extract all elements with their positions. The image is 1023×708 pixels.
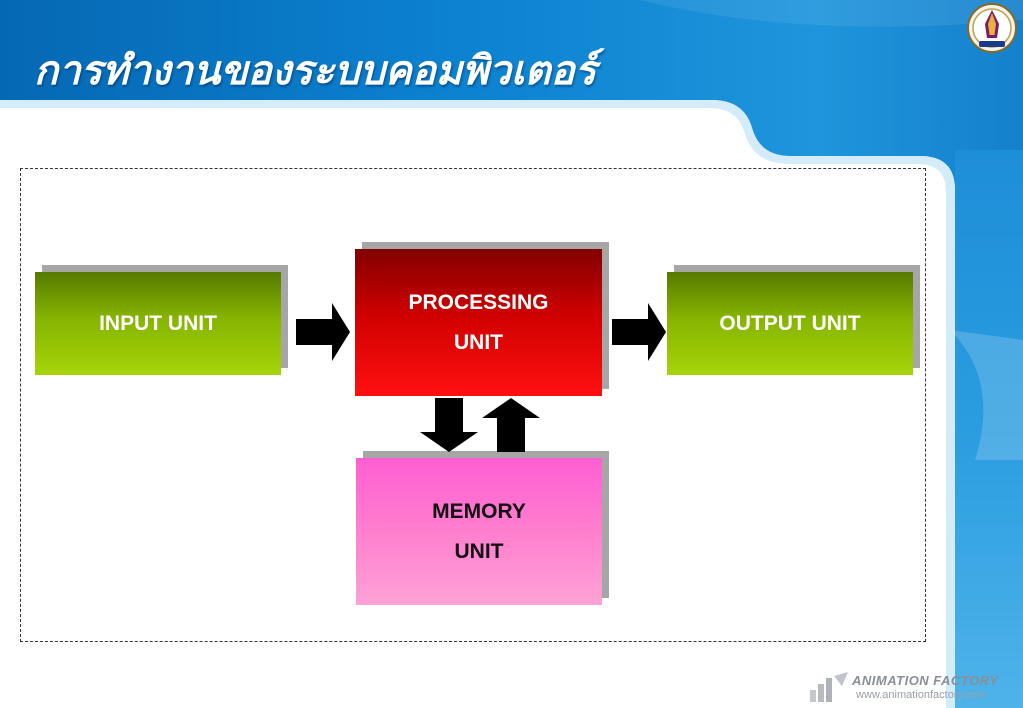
watermark-brand: ANIMATION FACTORY — [852, 673, 999, 688]
memory-unit-label-line1: MEMORY — [432, 499, 526, 523]
arrow-input-to-processing-icon — [296, 303, 350, 361]
processing-unit-label-line1: PROCESSING — [408, 290, 549, 314]
watermark-url: www.animationfactory.com — [856, 689, 987, 701]
slide-title: การทำงานของระบบคอมพิวเตอร์ — [34, 47, 597, 94]
arrow-processing-to-output-icon — [612, 303, 666, 361]
input-unit-box: INPUT UNIT — [35, 272, 281, 375]
input-unit-label: INPUT UNIT — [99, 311, 217, 335]
arrow-processing-to-memory-icon — [420, 398, 478, 452]
memory-unit-box: MEMORY UNIT — [356, 458, 602, 605]
arrow-memory-to-processing-icon — [482, 398, 540, 452]
output-unit-label: OUTPUT UNIT — [719, 311, 861, 335]
processing-unit-label-line2: UNIT — [454, 330, 503, 354]
animation-factory-logo-icon — [810, 672, 848, 702]
output-unit-box: OUTPUT UNIT — [667, 272, 913, 375]
memory-unit-label-line2: UNIT — [454, 539, 504, 563]
processing-unit-box: PROCESSING UNIT — [355, 249, 602, 396]
university-seal-logo — [967, 3, 1017, 53]
